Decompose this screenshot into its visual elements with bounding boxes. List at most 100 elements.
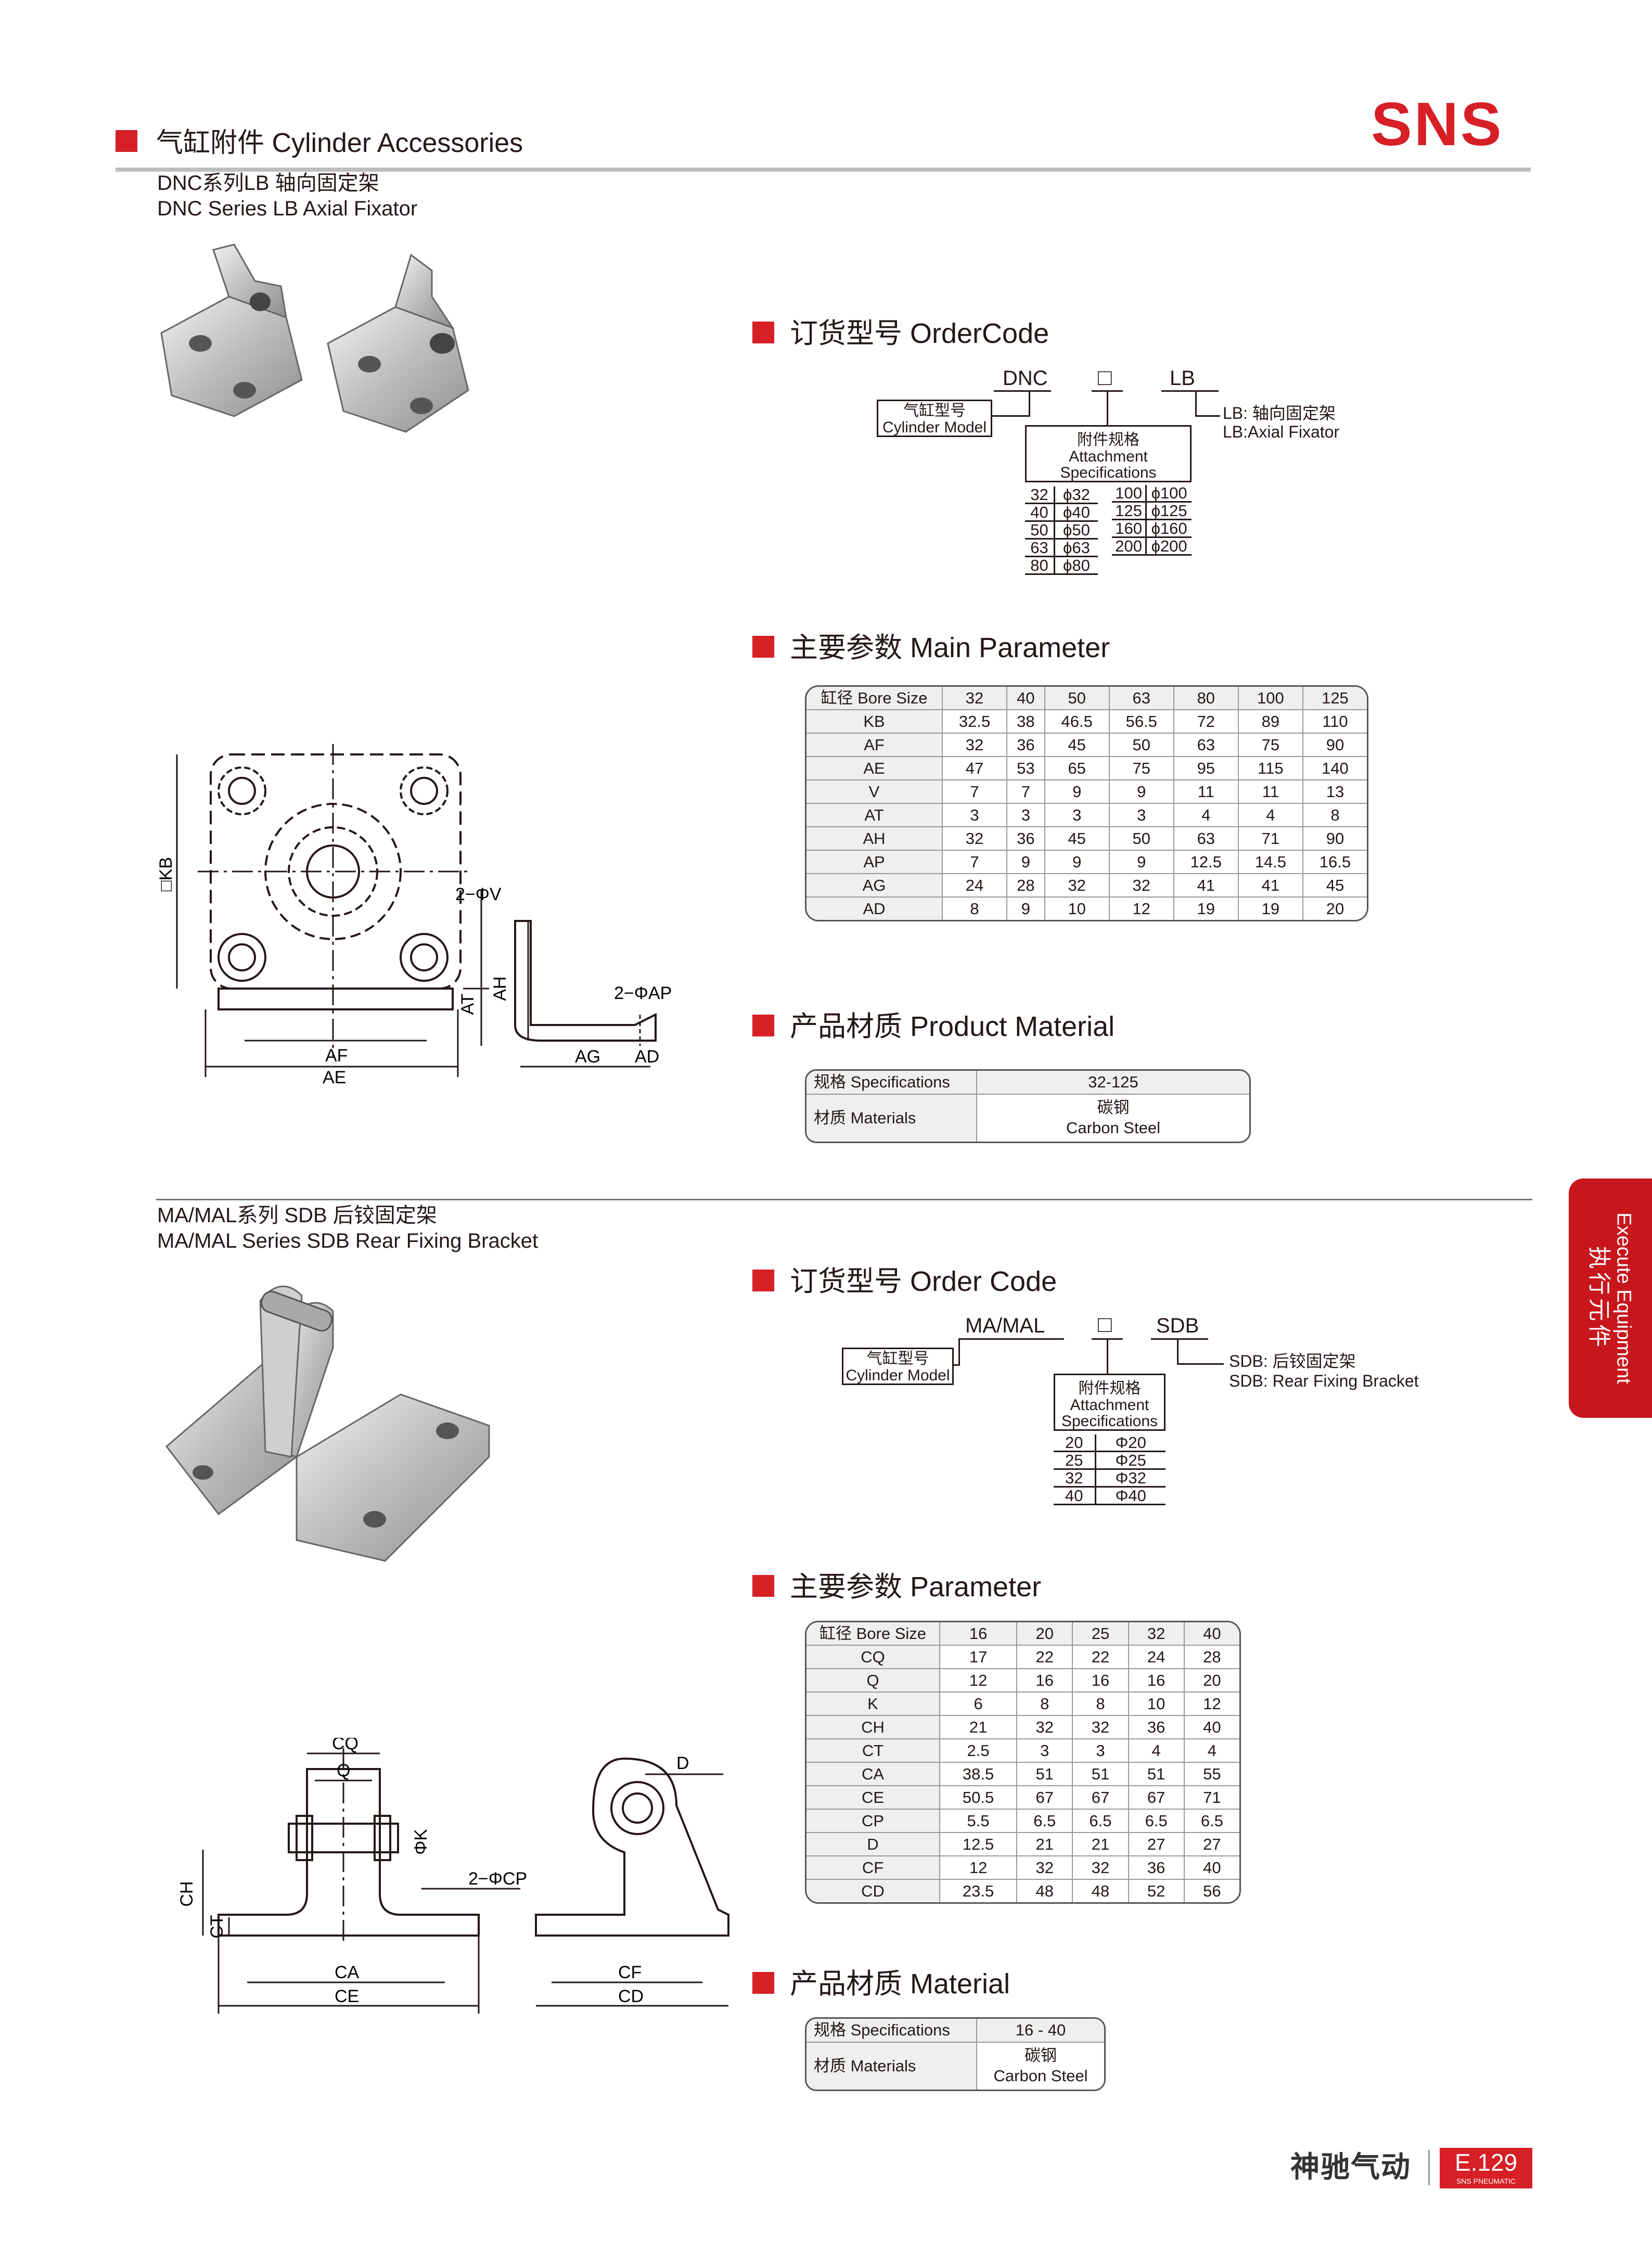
param-value: 7 <box>942 780 1007 804</box>
lb-mat-cn: 碳钢 <box>1097 1098 1130 1117</box>
param-value: 115 <box>1237 757 1302 780</box>
lb-underline-prefix <box>994 390 1051 392</box>
sdb-dim-cp: 2−ΦCP <box>468 1869 527 1889</box>
code-cell: 32 <box>1054 1469 1095 1488</box>
param-value: 47 <box>942 757 1007 780</box>
code-cell: 125 <box>1112 502 1146 520</box>
param-value: 27 <box>1183 1833 1239 1856</box>
param-value: 75 <box>1237 734 1302 757</box>
lb-code-suffix: LB <box>1170 367 1195 390</box>
param-value: 41 <box>1173 874 1238 898</box>
param-value: 52 <box>1128 1880 1184 1902</box>
param-value: 10 <box>1044 898 1109 920</box>
sdb-series-title: MA/MAL系列 SDB 后铰固定架 MA/MAL Series SDB Rea… <box>157 1203 538 1254</box>
lb-dim-v: 2−ΦV <box>455 885 502 904</box>
param-label: CF <box>806 1856 939 1880</box>
sdb-dim-cf: CF <box>618 1963 642 1982</box>
sdb-mat-en: Carbon Steel <box>993 2067 1088 2085</box>
lb-series-cn: DNC系列LB 轴向固定架 <box>157 172 379 195</box>
lb-dim-ae: AE <box>323 1068 346 1087</box>
param-label: D <box>806 1833 939 1856</box>
param-value: 3 <box>942 804 1007 827</box>
param-value: 20 <box>1183 1669 1239 1693</box>
param-value: 4 <box>1183 1739 1239 1763</box>
sdb-code-prefix: MA/MAL <box>965 1314 1045 1337</box>
lb-product-photo <box>160 244 469 433</box>
param-value: 36 <box>1128 1716 1184 1739</box>
param-value: 32 <box>942 734 1007 757</box>
param-value: 51 <box>1016 1763 1072 1786</box>
param-value: 90 <box>1302 734 1367 757</box>
param-value: 89 <box>1237 710 1302 734</box>
param-value: 16 <box>1016 1669 1072 1693</box>
param-value: 17 <box>939 1646 1017 1669</box>
code-cell: ϕ160 <box>1145 519 1192 538</box>
param-value: 75 <box>1108 757 1173 780</box>
param-value: 32 <box>1072 1856 1128 1880</box>
param-value: 6 <box>939 1693 1017 1716</box>
sdb-dim-ct: CT <box>207 1915 227 1938</box>
param-value: 16 <box>1128 1669 1184 1693</box>
param-value: 16.5 <box>1302 851 1367 874</box>
param-value: 11 <box>1237 780 1302 804</box>
code-cell: 200 <box>1112 537 1146 556</box>
param-value: 4 <box>1173 804 1238 827</box>
code-cell: ϕ40 <box>1053 503 1098 522</box>
param-value: 25 <box>1072 1622 1128 1646</box>
code-cell: 100 <box>1112 485 1146 503</box>
param-value: 38 <box>1006 710 1044 734</box>
param-label: 缸径 Bore Size <box>806 1622 939 1646</box>
param-value: 50 <box>1044 687 1109 710</box>
param-value: 72 <box>1173 710 1238 734</box>
lb-order-marker <box>752 322 774 343</box>
param-value: 3 <box>1108 804 1173 827</box>
lb-material-title: 产品材质 Product Material <box>790 1011 1115 1042</box>
param-value: 21 <box>1016 1833 1072 1856</box>
sdb-dim-ch: CH <box>177 1881 197 1906</box>
param-value: 11 <box>1173 780 1238 804</box>
lb-dim-ad: AD <box>635 1047 659 1067</box>
lb-leader-suffix-h <box>1195 415 1220 417</box>
param-value: 23.5 <box>939 1880 1016 1902</box>
sdb-series-en: MA/MAL Series SDB Rear Fixing Bracket <box>157 1229 539 1252</box>
param-value: 12.5 <box>1173 851 1238 874</box>
param-value: 12 <box>1183 1693 1239 1716</box>
lb-spec-label: 规格 Specifications <box>806 1071 976 1095</box>
param-value: 24 <box>942 874 1007 898</box>
lb-series-en: DNC Series LB Axial Fixator <box>157 197 418 220</box>
param-value: 32 <box>942 827 1007 851</box>
code-cell: 50 <box>1025 521 1055 540</box>
param-value: 71 <box>1237 827 1302 851</box>
sdb-leader-suffix-h <box>1177 1363 1224 1365</box>
param-value: 20 <box>1016 1622 1072 1646</box>
lb-suffix-en: LB:Axial Fixator <box>1223 422 1340 441</box>
lb-cylinder-model-box: 气缸型号 Cylinder Model <box>877 400 992 437</box>
param-label: CH <box>806 1716 939 1739</box>
param-value: 4 <box>1237 804 1302 827</box>
param-value: 3 <box>1044 804 1109 827</box>
side-tab-en: Execute Equipment <box>1612 1212 1635 1384</box>
param-label: KB <box>806 710 942 734</box>
code-cell: ϕ100 <box>1145 485 1192 503</box>
param-value: 36 <box>1128 1856 1184 1880</box>
sdb-order-marker <box>752 1270 774 1291</box>
lb-dim-at: AT <box>458 994 478 1015</box>
param-value: 9 <box>1044 851 1109 874</box>
param-label: AG <box>806 874 942 898</box>
code-cell: Φ25 <box>1094 1451 1166 1470</box>
lb-spec-value: 32-125 <box>976 1071 1249 1095</box>
param-value: 40 <box>1183 1716 1239 1739</box>
sdb-dim-ce: CE <box>335 1987 359 2006</box>
param-value: 8 <box>1016 1693 1072 1716</box>
code-cell: Φ32 <box>1094 1469 1166 1488</box>
